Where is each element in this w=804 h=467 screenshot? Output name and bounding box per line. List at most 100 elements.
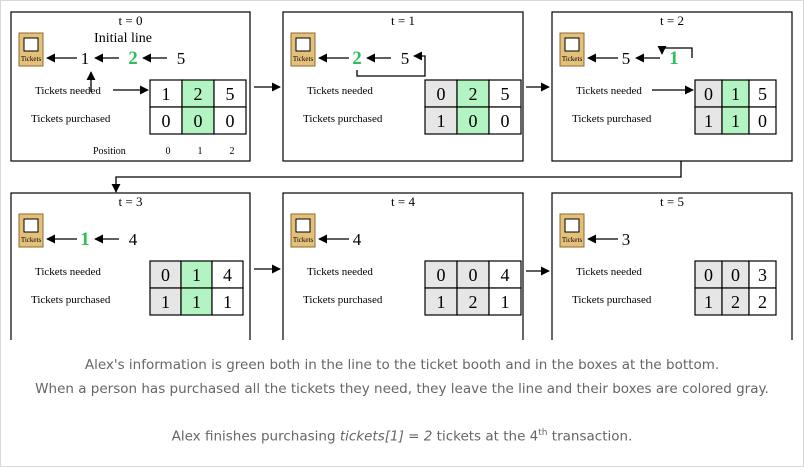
- grid-cell: [748, 287, 777, 316]
- grid-cell: [456, 287, 490, 316]
- tickets-purchased-label: Tickets purchased: [31, 294, 111, 306]
- grid-value: 0: [501, 111, 510, 131]
- booth-label: Tickets: [293, 236, 314, 244]
- tickets-needed-label: Tickets needed: [576, 266, 642, 278]
- grid-value: 2: [731, 292, 740, 312]
- tickets-needed-label: Tickets needed: [307, 85, 373, 97]
- caption-line-3-end: transaction.: [547, 428, 633, 445]
- caption-line-2: When a person has purchased all the tick…: [35, 381, 769, 397]
- queue-person: 4: [129, 230, 138, 249]
- grid-cell: [149, 106, 183, 135]
- tickets-purchased-label: Tickets purchased: [572, 294, 652, 306]
- queue-person: 2: [352, 48, 362, 69]
- caption-line-3-sup: th: [538, 428, 548, 438]
- grid-value: 0: [226, 111, 235, 131]
- caption-line-1: Alex's information is green both in the …: [84, 357, 720, 373]
- grid-value: 0: [469, 111, 478, 131]
- grid-value: 2: [469, 84, 478, 104]
- grid-value: 4: [501, 265, 510, 285]
- grid-cell: [488, 106, 522, 135]
- booth-label: Tickets: [562, 55, 583, 63]
- grid-value: 1: [223, 292, 232, 312]
- booth-window: [23, 37, 39, 52]
- grid-value: 0: [437, 265, 446, 285]
- grid-cell: [213, 79, 247, 108]
- grid-value: 5: [226, 84, 235, 104]
- grid-value: 1: [704, 111, 713, 131]
- position-index: 1: [198, 146, 203, 157]
- grid-cell: [488, 79, 522, 108]
- panel-title: t = 3: [119, 194, 143, 209]
- booth-window: [564, 37, 580, 52]
- queue-person: 3: [622, 230, 631, 249]
- position-label: Position: [93, 146, 126, 157]
- tickets-purchased-label: Tickets purchased: [31, 113, 111, 125]
- grid-cell: [748, 106, 777, 135]
- caption-line-3-start: Alex finishes purchasing: [171, 428, 340, 445]
- grid-value: 0: [437, 84, 446, 104]
- panel-title: t = 5: [660, 194, 684, 209]
- grid-value: 1: [161, 292, 170, 312]
- position-index: 2: [230, 146, 235, 157]
- caption-line-3: Alex finishes purchasing tickets[1] = 2 …: [0, 428, 804, 445]
- position-index: 0: [166, 146, 171, 157]
- queue-person: 5: [622, 49, 631, 68]
- panel-title: t = 1: [391, 13, 415, 28]
- grid-value: 1: [731, 111, 740, 131]
- grid-cell: [181, 79, 215, 108]
- tickets-purchased-label: Tickets purchased: [572, 113, 652, 125]
- grid-value: 0: [194, 111, 203, 131]
- grid-cell: [149, 260, 182, 289]
- grid-cell: [424, 260, 458, 289]
- grid-value: 1: [437, 292, 446, 312]
- grid-value: 0: [758, 111, 767, 131]
- grid-value: 1: [192, 265, 201, 285]
- booth-window: [295, 37, 311, 52]
- grid-cell: [748, 79, 777, 108]
- grid-cell: [456, 106, 490, 135]
- tickets-needed-label: Tickets needed: [307, 266, 373, 278]
- queue-person: 1: [669, 48, 679, 69]
- booth-window: [295, 218, 311, 233]
- grid-cell: [488, 260, 522, 289]
- queue-person: 1: [80, 229, 90, 250]
- caption-line-3-variable: tickets[1] = 2: [339, 428, 433, 445]
- grid-cell: [721, 106, 750, 135]
- grid-value: 0: [731, 265, 740, 285]
- booth-label: Tickets: [21, 236, 42, 244]
- grid-value: 4: [223, 265, 232, 285]
- grid-value: 0: [704, 265, 713, 285]
- queue-person: 5: [177, 49, 186, 68]
- requeue-arrow: [657, 45, 693, 58]
- tickets-purchased-label: Tickets purchased: [303, 294, 383, 306]
- grid-cell: [488, 287, 522, 316]
- tickets-needed-label: Tickets needed: [35, 266, 101, 278]
- tickets-purchased-label: Tickets purchased: [303, 113, 383, 125]
- grid-value: 1: [192, 292, 201, 312]
- grid-cell: [213, 106, 247, 135]
- tickets-needed-label: Tickets needed: [576, 85, 642, 97]
- grid-value: 1: [731, 84, 740, 104]
- grid-value: 5: [501, 84, 510, 104]
- caption-line-3-middle: tickets at the 4: [432, 428, 539, 445]
- grid-value: 1: [162, 84, 171, 104]
- booth-label: Tickets: [293, 55, 314, 63]
- grid-cell: [211, 287, 244, 316]
- panel-title: t = 0: [119, 13, 143, 28]
- grid-value: 0: [161, 265, 170, 285]
- grid-value: 2: [758, 292, 767, 312]
- grid-cell: [721, 260, 750, 289]
- grid-value: 2: [194, 84, 203, 104]
- booth-window: [23, 218, 39, 233]
- booth-label: Tickets: [21, 55, 42, 63]
- panel-title: t = 2: [660, 13, 684, 28]
- booth-window: [564, 218, 580, 233]
- grid-cell: [424, 106, 458, 135]
